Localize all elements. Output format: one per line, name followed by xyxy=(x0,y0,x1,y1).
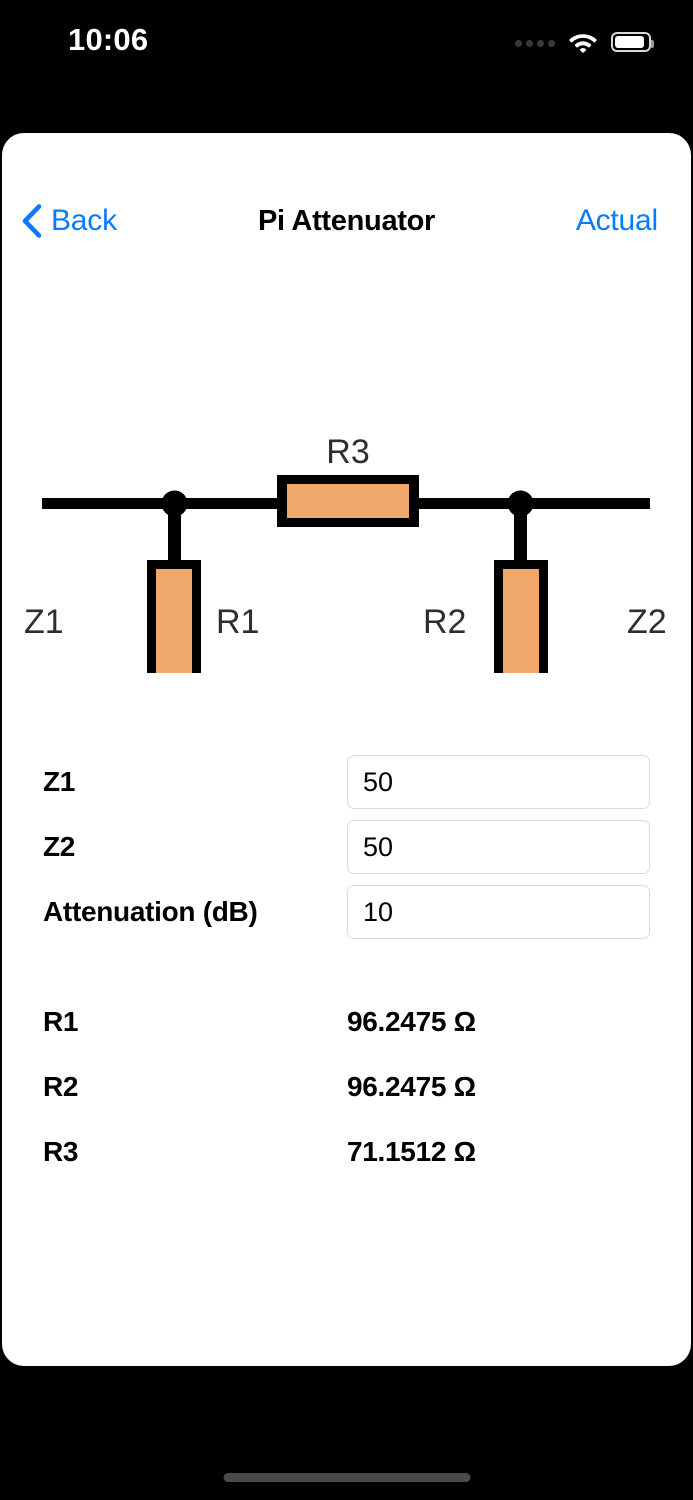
result-label-r1: R1 xyxy=(43,1006,79,1037)
input-z1[interactable] xyxy=(347,755,650,809)
schematic-label-r1: R1 xyxy=(216,603,259,641)
battery-icon xyxy=(611,32,654,52)
result-value-r2: 96.2475 Ω xyxy=(347,1071,476,1102)
form-row-z1: Z1 xyxy=(2,753,691,818)
form-row-attenuation: Attenuation (dB) xyxy=(2,883,691,948)
label-attenuation: Attenuation (dB) xyxy=(43,896,258,927)
form-row-z2: Z2 xyxy=(2,818,691,883)
label-z1: Z1 xyxy=(43,766,76,797)
result-value-r1: 96.2475 Ω xyxy=(347,1006,476,1037)
parameters-form: Z1 Z2 Attenuation (dB) xyxy=(2,753,691,948)
schematic-label-z2: Z2 xyxy=(627,603,667,641)
label-z2: Z2 xyxy=(43,831,76,862)
schematic-label-r3: R3 xyxy=(326,433,369,471)
signal-dots-icon xyxy=(515,37,555,47)
schematic-label-z1: Z1 xyxy=(24,603,64,641)
navigation-bar: Back Pi Attenuator Actual xyxy=(2,193,691,263)
status-indicators xyxy=(515,28,654,56)
back-label: Back xyxy=(51,204,117,237)
input-z2[interactable] xyxy=(347,820,650,874)
status-bar: 10:06 xyxy=(0,0,693,90)
chevron-left-icon xyxy=(20,204,42,238)
page-title: Pi Attenuator xyxy=(257,205,436,237)
home-indicator[interactable] xyxy=(223,1473,470,1482)
result-row-r3: R3 71.1512 Ω xyxy=(2,1123,691,1188)
result-label-r3: R3 xyxy=(43,1136,79,1167)
pi-attenuator-schematic: R3 Z1 R1 R2 Z2 xyxy=(2,293,691,673)
status-time: 10:06 xyxy=(68,22,149,57)
result-label-r2: R2 xyxy=(43,1071,79,1102)
result-row-r2: R2 96.2475 Ω xyxy=(2,1058,691,1123)
wifi-icon xyxy=(568,31,598,53)
results-list: R1 96.2475 Ω R2 96.2475 Ω R3 71.1512 Ω xyxy=(2,993,691,1188)
app-card: Back Pi Attenuator Actual xyxy=(2,133,691,1366)
result-value-r3: 71.1512 Ω xyxy=(347,1136,476,1167)
input-attenuation[interactable] xyxy=(347,885,650,939)
result-row-r1: R1 96.2475 Ω xyxy=(2,993,691,1058)
schematic-label-r2: R2 xyxy=(423,603,466,641)
actual-button[interactable]: Actual xyxy=(575,204,658,237)
back-button[interactable]: Back xyxy=(20,193,117,249)
